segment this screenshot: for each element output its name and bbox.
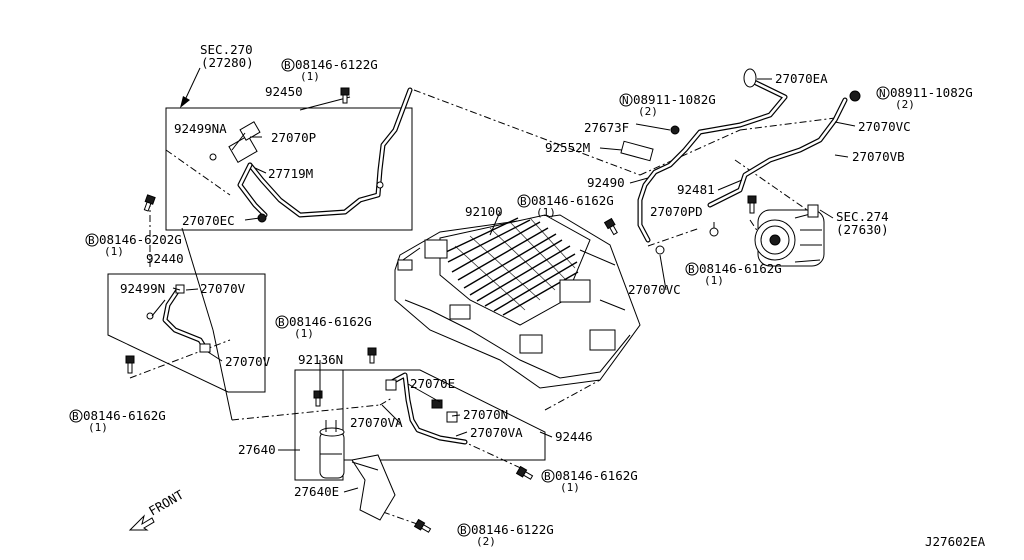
part-27070VA-b: 27070VA [470, 425, 523, 440]
part-92499N: 92499N [120, 281, 165, 296]
svg-text:B: B [688, 263, 695, 276]
front-arrow-icon [128, 514, 155, 531]
svg-text:B: B [520, 195, 527, 208]
svg-text:B: B [72, 410, 79, 423]
part-92440: 92440 [146, 251, 184, 266]
assembly-box-92136N [294, 369, 344, 481]
bolt-qty-top: (1) [300, 70, 320, 83]
part-27070E: 27070E [410, 376, 455, 391]
bolt-code-center: 08146-6162G [531, 193, 614, 208]
part-92490: 92490 [587, 175, 625, 190]
part-92446: 92446 [555, 429, 593, 444]
part-27070PD: 27070PD [650, 204, 703, 219]
bolt-code-bottom-right: 08146-6162G [555, 468, 638, 483]
bolt-qty-lower-left: (1) [88, 421, 108, 434]
part-27673F: 27673F [584, 120, 629, 135]
sec274-ref: (27630) [836, 222, 889, 237]
bolt-code-top: 08146-6122G [295, 57, 378, 72]
bolt-code-mid: 08146-6162G [289, 314, 372, 329]
bolt-qty-bottom: (2) [476, 535, 496, 548]
part-27640: 27640 [238, 442, 276, 457]
nut-code-a: 08911-1082G [633, 92, 716, 107]
sec270-ref: (27280) [201, 55, 254, 70]
part-92450: 92450 [265, 84, 303, 99]
bolt-qty-mid: (1) [294, 327, 314, 340]
hose-92446 [385, 372, 468, 445]
part-27070P: 27070P [271, 130, 316, 145]
bolt-code-left: 08146-6202G [99, 232, 182, 247]
part-27070V-a: 27070V [200, 281, 246, 296]
part-27070VB: 27070VB [852, 149, 905, 164]
svg-text:B: B [544, 470, 551, 483]
bolt-qty-bottom-right: (1) [560, 481, 580, 494]
part-27070VA-a: 27070VA [350, 415, 403, 430]
part-92552M: 92552M [545, 140, 590, 155]
bolt-qty-left: (1) [104, 245, 124, 258]
part-27070VC-a: 27070VC [858, 119, 911, 134]
intake-manifold [394, 214, 641, 389]
part-92481: 92481 [677, 182, 715, 197]
part-27070EA: 27070EA [775, 71, 828, 86]
bolt-code-right: 08146-6162G [699, 261, 782, 276]
canister-icon [319, 420, 396, 521]
part-27640E: 27640E [294, 484, 339, 499]
sec270-title: SEC.270 [200, 42, 253, 57]
sec274-title: SEC.274 [836, 209, 889, 224]
nut-qty-b: (2) [895, 98, 915, 111]
pipe-92440 [146, 284, 211, 353]
label-leaders [151, 78, 856, 493]
part-27719M: 27719M [268, 166, 313, 181]
part-27070EC: 27070EC [182, 213, 235, 228]
svg-text:B: B [88, 234, 95, 247]
part-27070VC-b: 27070VC [628, 282, 681, 297]
svg-text:B: B [460, 524, 467, 537]
assembly-box-92440 [107, 273, 266, 393]
compressor-icon [754, 204, 825, 267]
bolt-code-lower-left: 08146-6162G [83, 408, 166, 423]
svg-text:N: N [622, 94, 629, 107]
bolt-icons [125, 87, 861, 533]
part-92499NA: 92499NA [174, 121, 227, 136]
bolt-qty-center: (1) [536, 206, 556, 219]
part-92136N: 92136N [298, 352, 343, 367]
nut-qty-a: (2) [638, 105, 658, 118]
pipe-92490 [620, 68, 848, 255]
nut-code-b: 08911-1082G [890, 85, 973, 100]
diagram-id: J27602EA [925, 534, 986, 549]
pipe-92450 [209, 87, 413, 223]
bolt-qty-right: (1) [704, 274, 724, 287]
svg-text:N: N [879, 87, 886, 100]
part-27070V-b: 27070V [225, 354, 271, 369]
part-92100: 92100 [465, 204, 503, 219]
assembly-box-92450 [165, 107, 413, 231]
svg-text:B: B [278, 316, 285, 329]
labels: SEC.270 (27280) B 08146-6122G (1) 92450 … [69, 42, 986, 549]
sec270-arrow [180, 67, 201, 108]
part-27070N: 27070N [463, 407, 508, 422]
svg-text:B: B [284, 59, 291, 72]
bolt-code-bottom: 08146-6122G [471, 522, 554, 537]
front-label: FRONT [146, 487, 186, 519]
